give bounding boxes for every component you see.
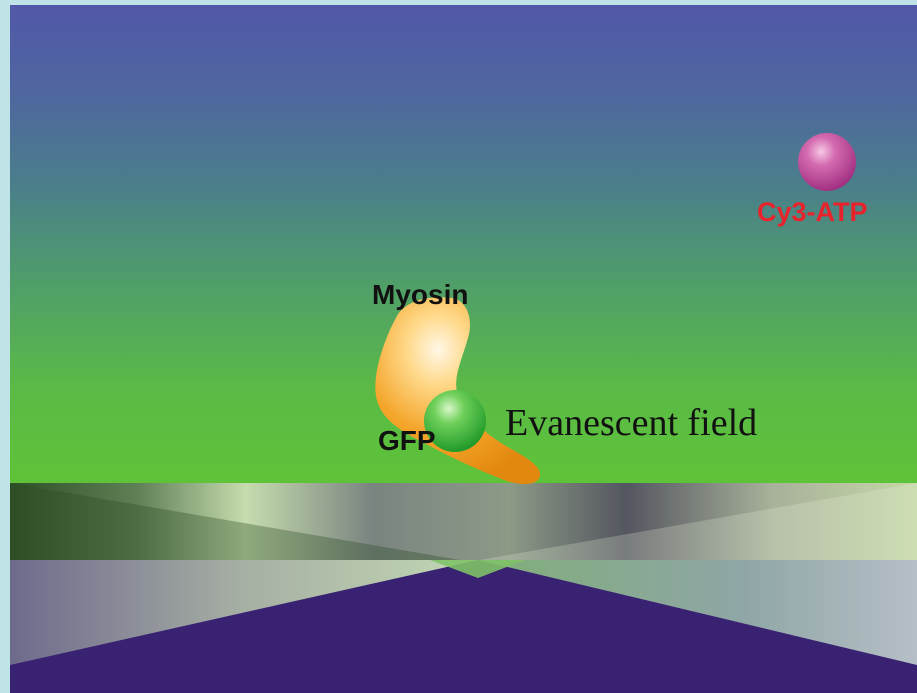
slab-beam-right <box>480 483 917 560</box>
glass-slab <box>10 483 917 560</box>
slab-beam-left <box>10 483 460 560</box>
myosin-label: Myosin <box>372 279 469 310</box>
cy3-atp-label: Cy3-ATP <box>757 197 868 227</box>
gfp-sphere <box>424 390 486 452</box>
beam-incident <box>10 560 478 665</box>
myosin-molecule <box>375 297 541 485</box>
cy3-atp-sphere <box>798 133 856 191</box>
beam-crossing-point <box>430 560 525 578</box>
evanescent-field-label: Evanescent field <box>505 402 758 444</box>
gfp-label: GFP <box>378 425 436 456</box>
beam-reflected <box>478 560 917 665</box>
